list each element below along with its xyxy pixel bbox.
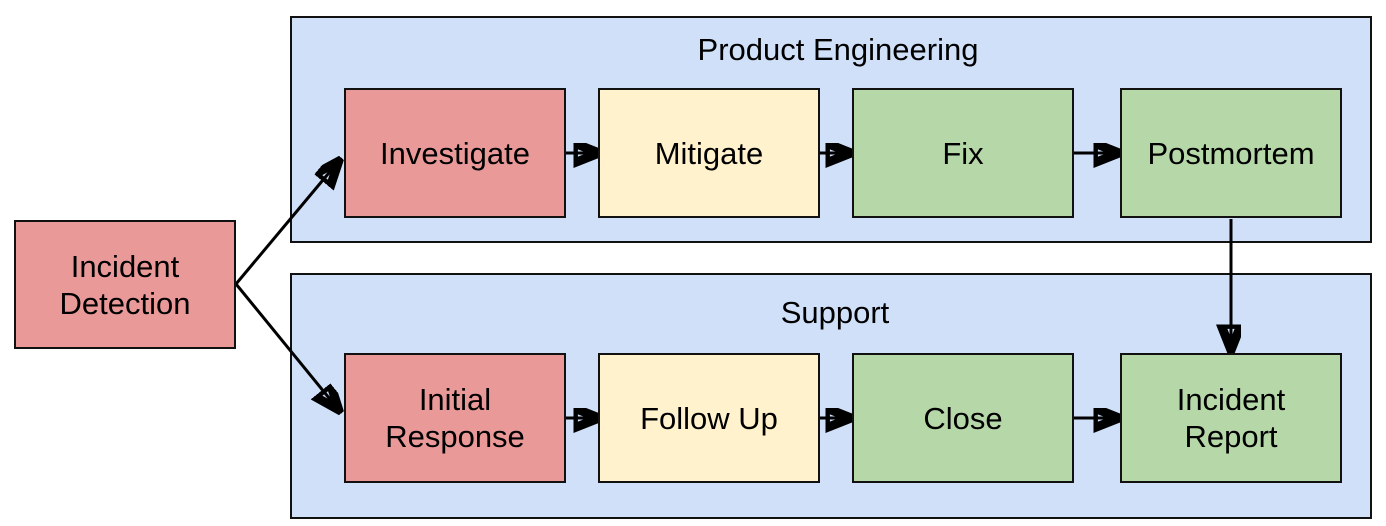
node-follow-up-label: Follow Up (640, 400, 778, 436)
node-incident-detection[interactable]: Incident Detection (14, 220, 236, 349)
swimlane-title-support: Support (780, 295, 890, 330)
node-mitigate-label: Mitigate (654, 135, 764, 171)
node-follow-up[interactable]: Follow Up (598, 353, 820, 483)
node-postmortem-label: Postmortem (1147, 135, 1315, 171)
node-initial-response[interactable]: Initial Response (344, 353, 566, 483)
node-incident-report-label: Incident Report (1122, 381, 1340, 455)
node-incident-detection-line1: Incident (70, 248, 180, 284)
node-initial-response-line2: Response (385, 419, 525, 454)
node-fix-label: Fix (942, 135, 984, 171)
node-incident-detection-label: Incident Detection (16, 248, 234, 322)
node-incident-detection-line2: Detection (59, 285, 191, 321)
node-fix[interactable]: Fix (852, 88, 1074, 218)
node-close[interactable]: Close (852, 353, 1074, 483)
node-initial-response-label: Initial Response (346, 381, 564, 455)
swimlane-title-product-engineering: Product Engineering (697, 32, 979, 67)
node-incident-report[interactable]: Incident Report (1120, 353, 1342, 483)
node-mitigate[interactable]: Mitigate (598, 88, 820, 218)
node-postmortem[interactable]: Postmortem (1120, 88, 1342, 218)
node-incident-report-line2: Report (1184, 419, 1278, 454)
node-close-label: Close (923, 400, 1003, 436)
node-initial-response-line1: Initial (418, 382, 492, 417)
node-incident-report-line1: Incident (1176, 382, 1286, 417)
node-investigate-label: Investigate (380, 135, 530, 171)
node-investigate[interactable]: Investigate (344, 88, 566, 218)
